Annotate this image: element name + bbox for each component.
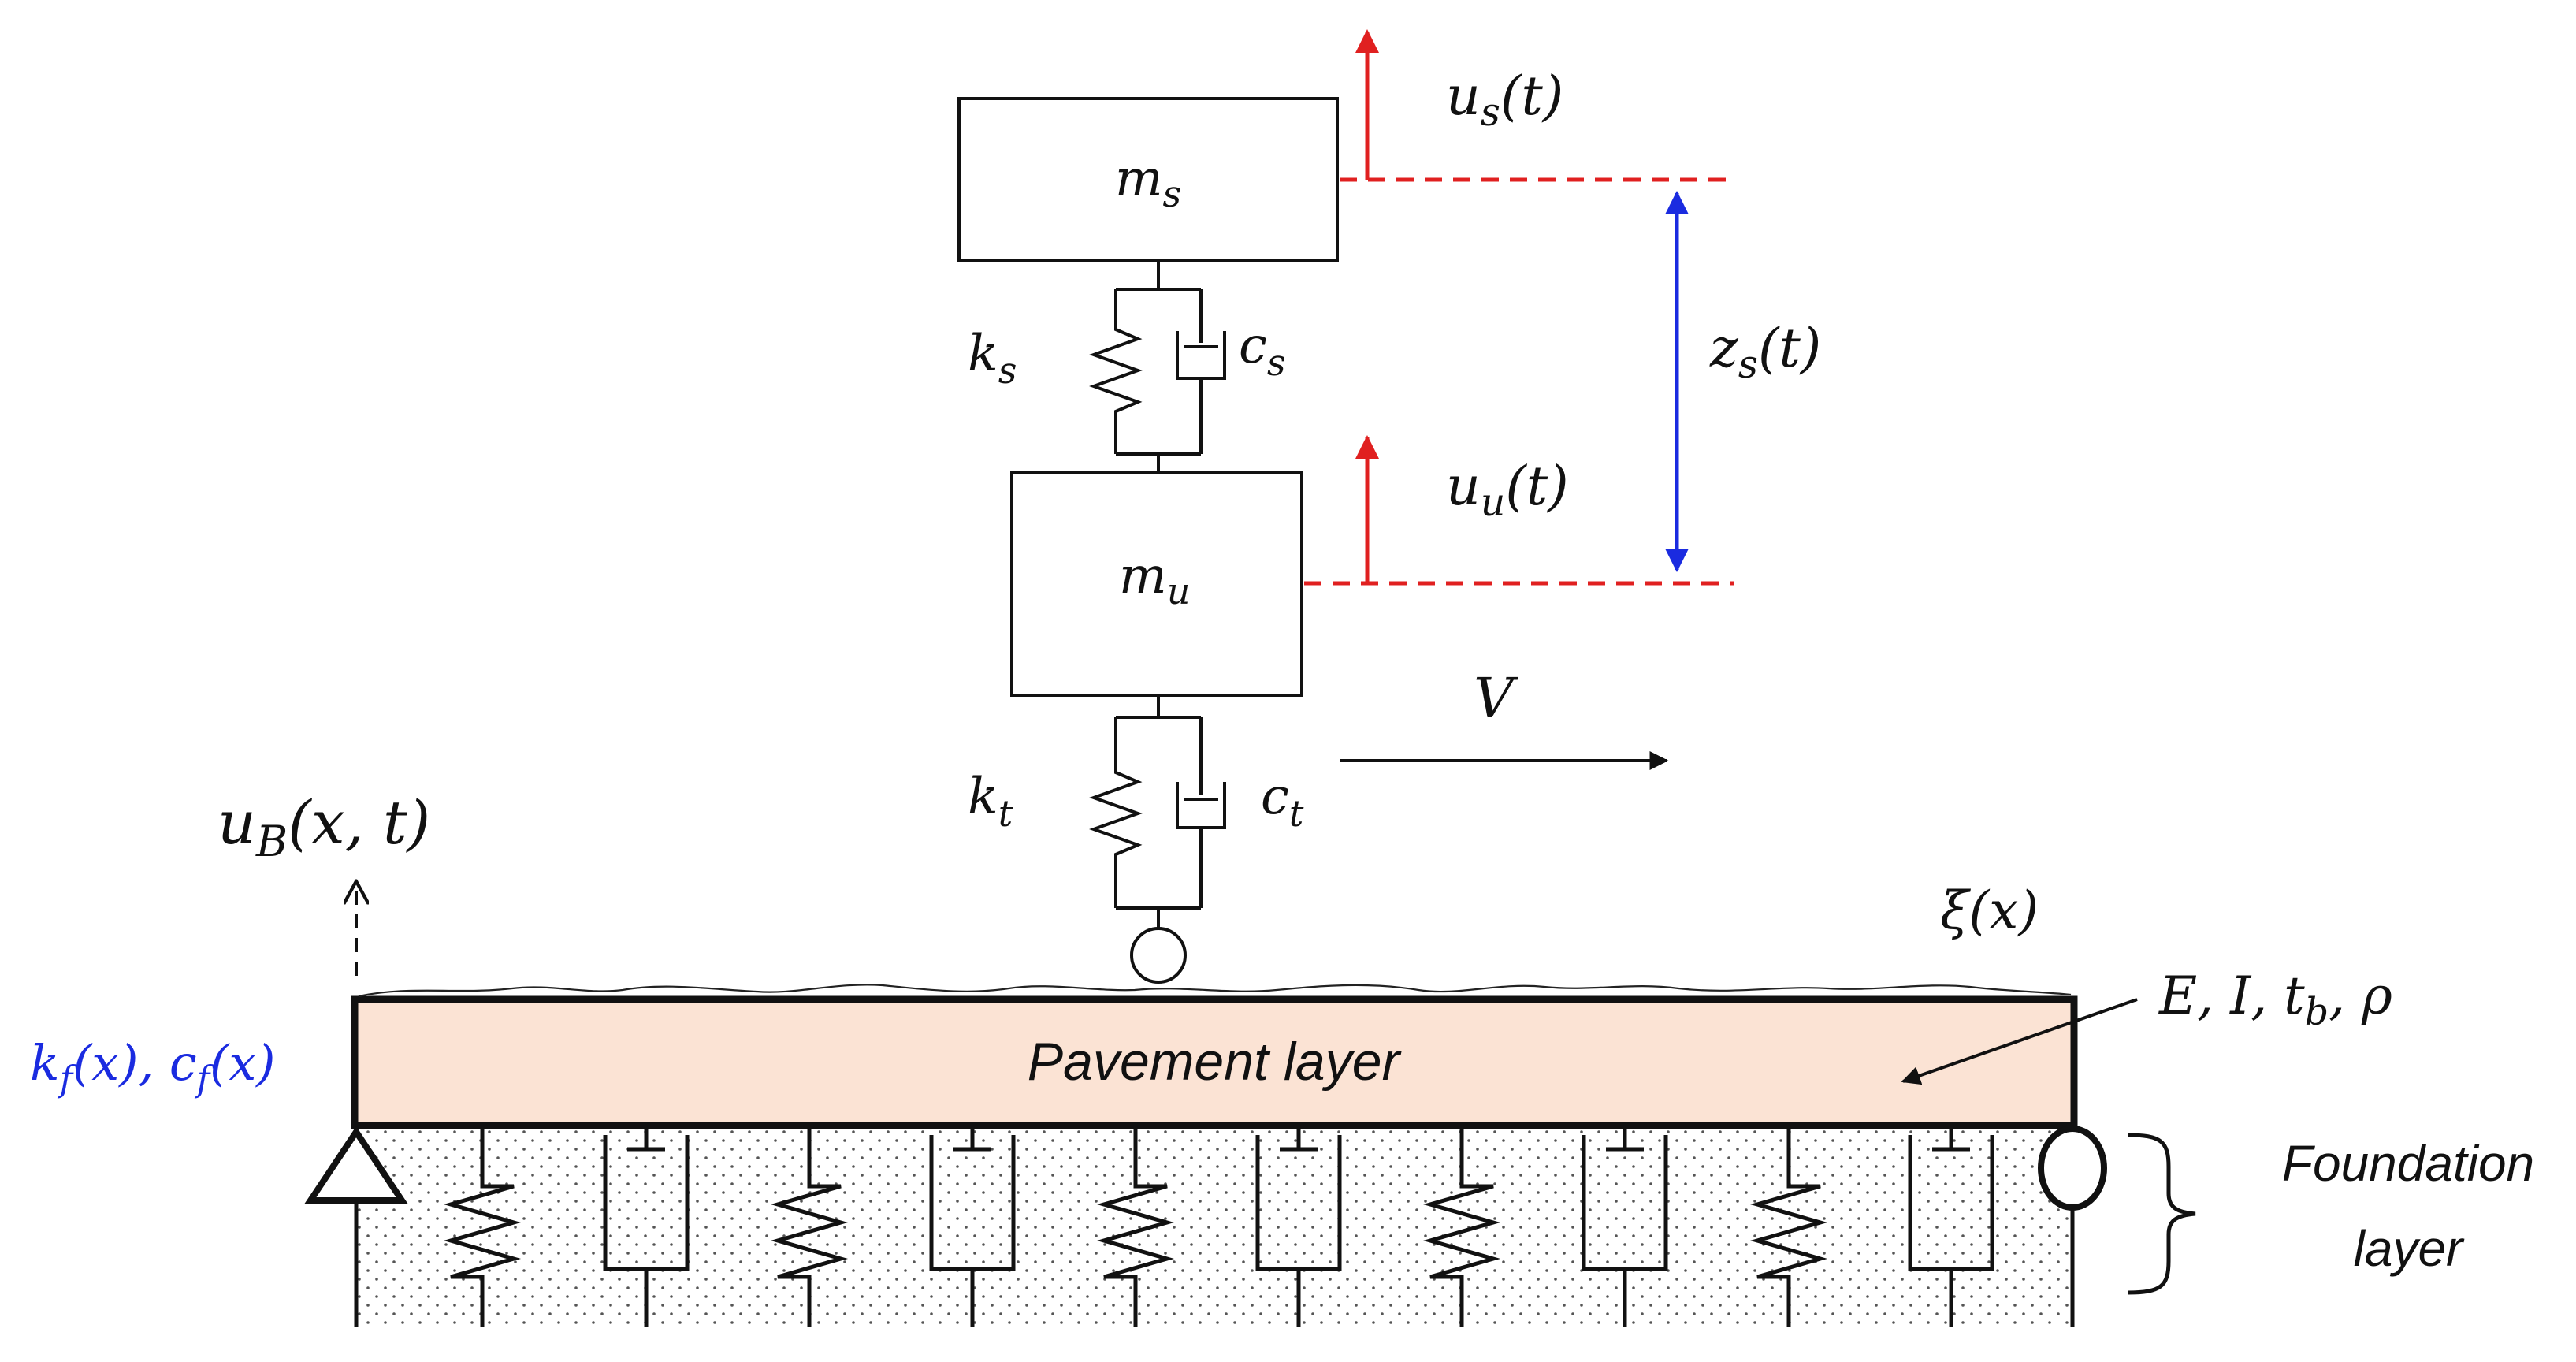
foundation-layer xyxy=(354,1126,2075,1327)
foundation-spring-1 xyxy=(443,1126,522,1327)
foundation-parameters-label: kf(x), cf(x) xyxy=(30,1034,275,1100)
pavement-label: Pavement layer xyxy=(1028,1032,1402,1092)
tire-spring xyxy=(1089,717,1143,908)
road-roughness-profile xyxy=(358,984,2072,998)
c-s-label: cs xyxy=(1239,317,1286,384)
xi-label: ξ(x) xyxy=(1940,880,2039,941)
foundation-spring-4 xyxy=(1422,1126,1501,1327)
sprung-mass-block xyxy=(957,97,1339,262)
roller-support-icon xyxy=(2038,1126,2107,1211)
contact-wheel-icon xyxy=(1130,927,1187,984)
suspension-spring xyxy=(1089,289,1143,454)
beam-properties-pointer xyxy=(1901,998,2138,1085)
foundation-base-ticks xyxy=(355,1293,2074,1327)
u-s-label: us(t) xyxy=(1446,65,1563,135)
curly-brace-icon xyxy=(2127,1133,2196,1295)
foundation-springs xyxy=(443,1126,1828,1327)
velocity-label: V xyxy=(1474,666,1518,731)
foundation-spring-2 xyxy=(770,1126,849,1327)
c-t-label: ct xyxy=(1261,768,1304,835)
beam-properties-label: E, I, tb, ρ xyxy=(2158,966,2392,1034)
k-t-label: kt xyxy=(968,768,1013,835)
foundation-spring-3 xyxy=(1096,1126,1175,1327)
foundation-label-line2: layer xyxy=(2354,1220,2465,1277)
pavement-beam xyxy=(351,995,2078,1129)
foundation-spring-5 xyxy=(1749,1126,1828,1327)
unsprung-mass-label: mu xyxy=(1119,547,1190,612)
u-u-label: uu(t) xyxy=(1446,456,1569,525)
k-s-label: ks xyxy=(968,325,1017,392)
z-s-label: zs(t) xyxy=(1709,318,1821,387)
foundation-soil xyxy=(356,1126,2072,1327)
triangle-support-icon xyxy=(304,1126,408,1204)
pavement-layer: Pavement layer xyxy=(351,984,2078,1129)
u-b-label: uB(x, t) xyxy=(217,787,430,866)
tire-spring-damper xyxy=(1089,695,1226,928)
foundation-label-line1: Foundation xyxy=(2282,1135,2534,1192)
suspension-spring-damper xyxy=(1089,261,1226,473)
unsprung-mass-block xyxy=(1010,471,1303,697)
sprung-mass-label: ms xyxy=(1115,150,1181,215)
